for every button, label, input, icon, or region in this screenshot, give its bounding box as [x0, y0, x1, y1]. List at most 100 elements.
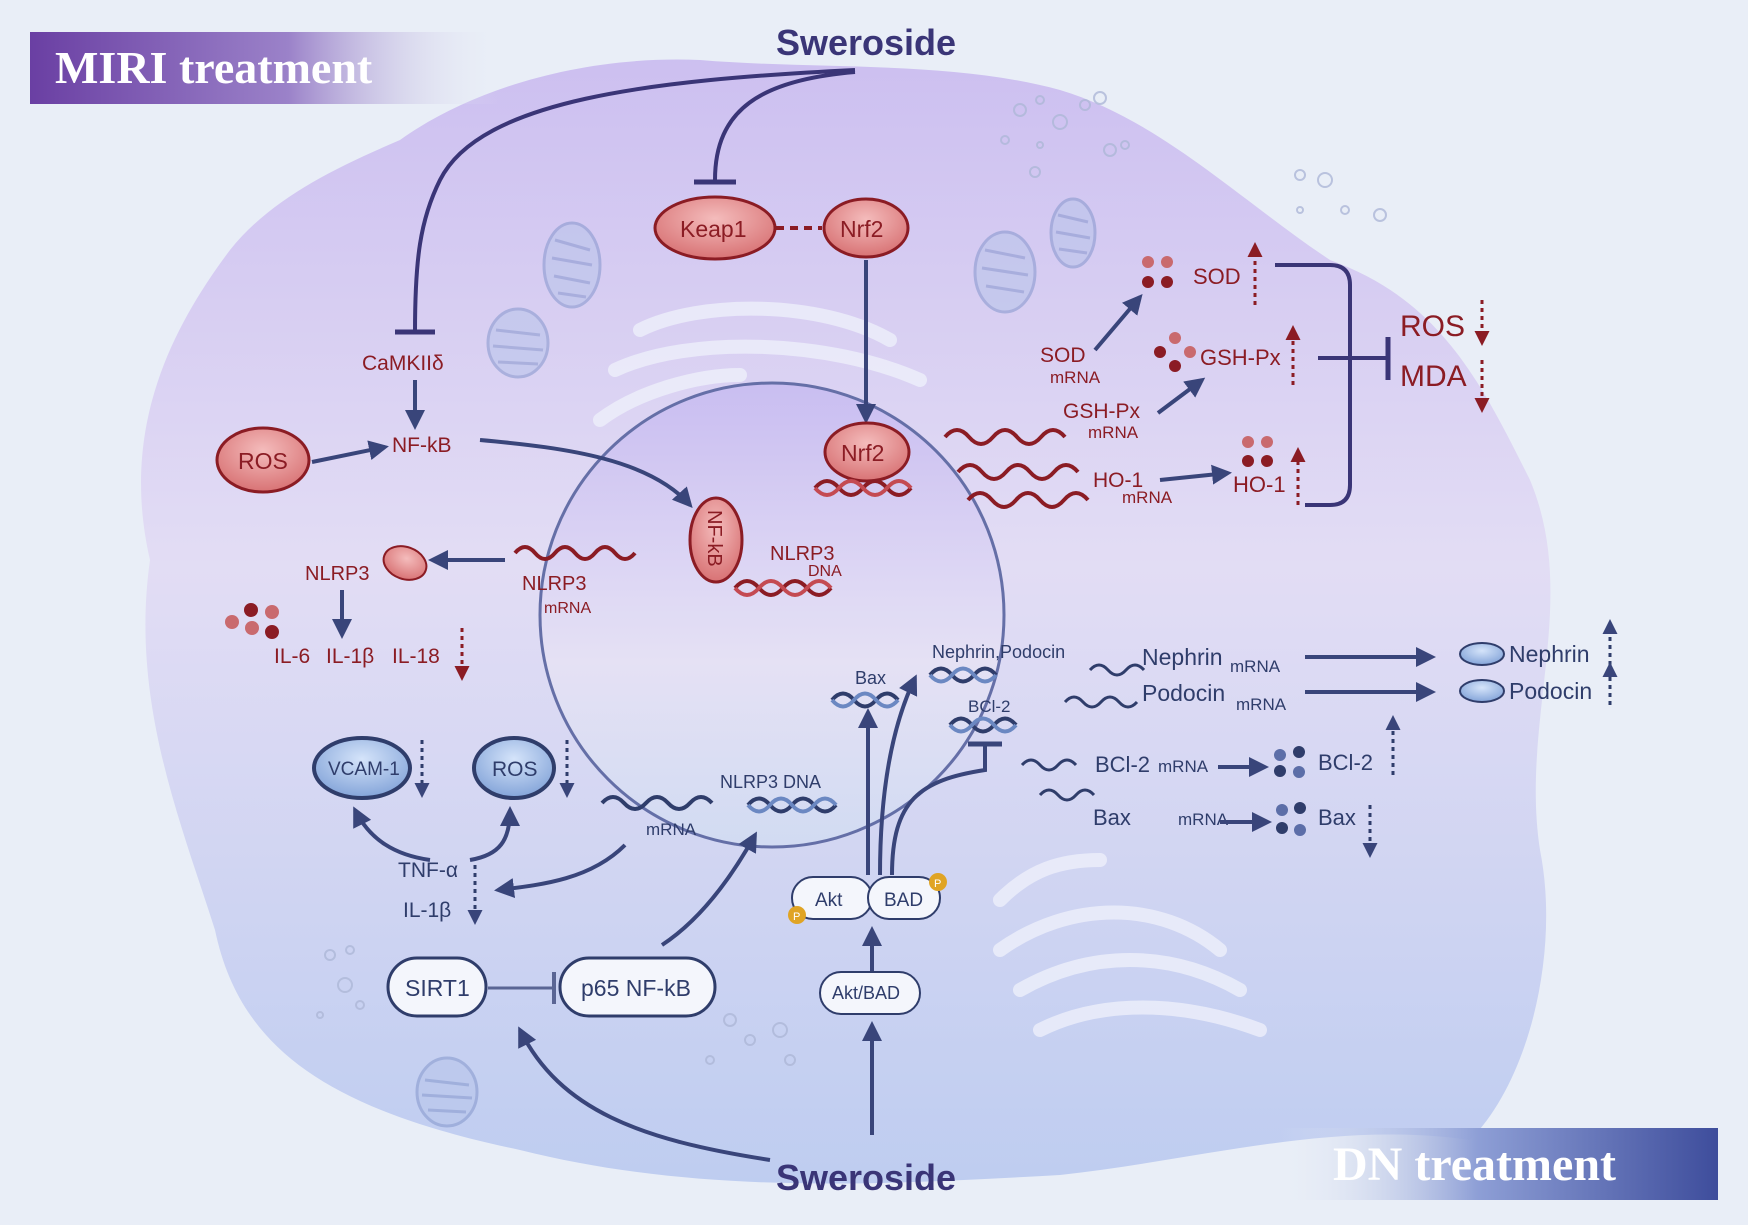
il18-label: IL-18	[392, 645, 440, 668]
dn-mrna-wave	[600, 795, 714, 811]
bcl2-mrna-sub: mRNA	[1158, 757, 1209, 776]
nlrp3-mrna-wave	[513, 545, 637, 561]
bax-mrna-sub: mRNA	[1178, 810, 1229, 829]
bcl2-dna-label: BCl-2	[968, 697, 1011, 716]
gshpx-mrna-wave	[956, 463, 1080, 481]
phosphate-label: P	[934, 878, 941, 890]
p65-node[interactable]	[558, 956, 717, 1018]
arrow-ho1-mrna	[1159, 464, 1232, 485]
vcam-label: VCAM-1	[328, 759, 400, 780]
mda-out-label: MDA	[1400, 360, 1467, 393]
nrf2-nucleus-node[interactable]	[823, 421, 911, 483]
nlrp3-protein-icon	[382, 545, 428, 581]
sod-mrna-wave	[943, 428, 1067, 446]
arrow-p65-nucleus	[660, 831, 757, 947]
nephpod-dna-label: Nephrin,Podocin	[932, 642, 1065, 662]
nephrin-mrna-wave	[1088, 663, 1146, 677]
phosphate-label: P	[793, 911, 800, 923]
nucleus	[538, 381, 1006, 849]
sirt1-node[interactable]	[386, 956, 488, 1018]
vesicles	[316, 91, 1387, 1066]
keap1-node[interactable]	[653, 195, 777, 261]
vcam-node[interactable]	[312, 736, 412, 800]
dna-helix-icon	[928, 666, 998, 684]
aktbad-label: Akt/BAD	[832, 983, 900, 1003]
p65-label: p65 NF-kB	[581, 975, 691, 1001]
antioxidant-bracket	[1275, 263, 1352, 507]
ho1-mrna-wave	[966, 491, 1090, 509]
il6-label: IL-6	[274, 645, 310, 668]
nfkb-nucleus-label: NF-kB	[703, 510, 725, 567]
bcl2-label: BCl-2	[1318, 750, 1373, 775]
nlrp3-mrna-sub: mRNA	[544, 600, 591, 617]
ho1-mrna-sub: mRNA	[1122, 488, 1173, 507]
endoplasmic-reticulum	[593, 301, 1267, 1037]
bax-dna-label: Bax	[855, 668, 886, 688]
podocin-mrna-wave	[1063, 695, 1139, 709]
miri-title: MIRI treatment	[55, 42, 373, 93]
nlrp3-mrna-label: NLRP3	[522, 573, 586, 595]
arrow-nfkb-nucleus	[479, 438, 693, 508]
ros-node[interactable]	[215, 426, 311, 494]
phosphate-icon: P	[788, 906, 806, 924]
podocin-protein-icon	[1459, 679, 1505, 703]
ho1-label: HO-1	[1233, 472, 1286, 497]
arrow-ros-nfkb	[311, 440, 389, 464]
il1b-dn-label: IL-1β	[403, 899, 451, 922]
ros-dn-label: ROS	[492, 758, 538, 781]
dna-helix-icon	[948, 716, 1018, 734]
nlrp3-dna-label: NLRP3	[770, 543, 834, 565]
gshpx-mrna-sub: mRNA	[1088, 423, 1139, 442]
bax-dots-icon	[1276, 802, 1306, 836]
keap1-label: Keap1	[680, 216, 747, 242]
arrow-mrna-tnf	[494, 843, 627, 899]
ros-dn-node[interactable]	[472, 736, 556, 800]
nephrin-protein-icon	[1459, 642, 1505, 666]
mitochondrion-icon	[542, 221, 602, 309]
bax-mrna-wave	[1038, 788, 1096, 802]
dna-helix-icon	[813, 479, 913, 497]
cytokine-dots-icon	[225, 603, 279, 639]
mitochondrion-icon	[1049, 197, 1097, 269]
dn-banner	[1280, 1128, 1718, 1200]
sod-label: SOD	[1193, 264, 1241, 289]
podocin-label: Podocin	[1509, 678, 1592, 704]
inhibit-sweroside-camk	[413, 68, 856, 333]
gshpx-mrna-label: GSH-Px	[1063, 400, 1141, 423]
nfkb-label: NF-kB	[392, 434, 452, 457]
tnfa-label: TNF-α	[398, 859, 458, 882]
sweroside-top-label: Sweroside	[776, 22, 956, 63]
ros-label: ROS	[238, 448, 288, 474]
nlrp3-dna-dn-label: NLRP3 DNA	[720, 772, 821, 792]
nrf2-label: Nrf2	[840, 216, 883, 242]
arrow-sod-mrna	[1093, 293, 1143, 352]
nlrp3-label: NLRP3	[305, 563, 369, 585]
dna-helix-icon	[733, 579, 833, 597]
bad-node[interactable]	[867, 876, 941, 920]
mitochondrion-icon	[415, 1056, 479, 1128]
sweroside-bottom-label: Sweroside	[776, 1157, 956, 1198]
camk-label: CaMKIIδ	[362, 352, 444, 375]
akt-label: Akt	[815, 890, 843, 911]
sod-mrna-label: SOD	[1040, 344, 1086, 367]
arrow-tnf-ros	[469, 806, 520, 862]
mitochondrion-icon	[973, 230, 1037, 314]
sod-dots-icon	[1142, 256, 1173, 288]
dn-mrna-label: mRNA	[646, 820, 697, 839]
arrow-gshpx-mrna	[1156, 377, 1206, 415]
nrf2-node[interactable]	[822, 197, 910, 259]
mitochondrion-icon	[486, 307, 550, 379]
bax-mrna-label: Bax	[1093, 805, 1131, 830]
ho1-dots-icon	[1242, 436, 1273, 467]
nfkb-nucleus-node[interactable]	[688, 496, 744, 584]
dna-helix-icon	[746, 796, 838, 814]
gshpx-dots-icon	[1154, 332, 1196, 372]
dn-title: DN treatment	[1333, 1138, 1616, 1191]
bcl2-mrna-wave	[1020, 758, 1078, 772]
inhibit-sweroside-keap1	[713, 70, 856, 181]
dna-helix-icon	[830, 691, 900, 709]
aktbad-node[interactable]	[819, 971, 921, 1015]
nephrin-mrna-sub: mRNA	[1230, 657, 1281, 676]
nrf2-nucleus-label: Nrf2	[841, 440, 884, 466]
